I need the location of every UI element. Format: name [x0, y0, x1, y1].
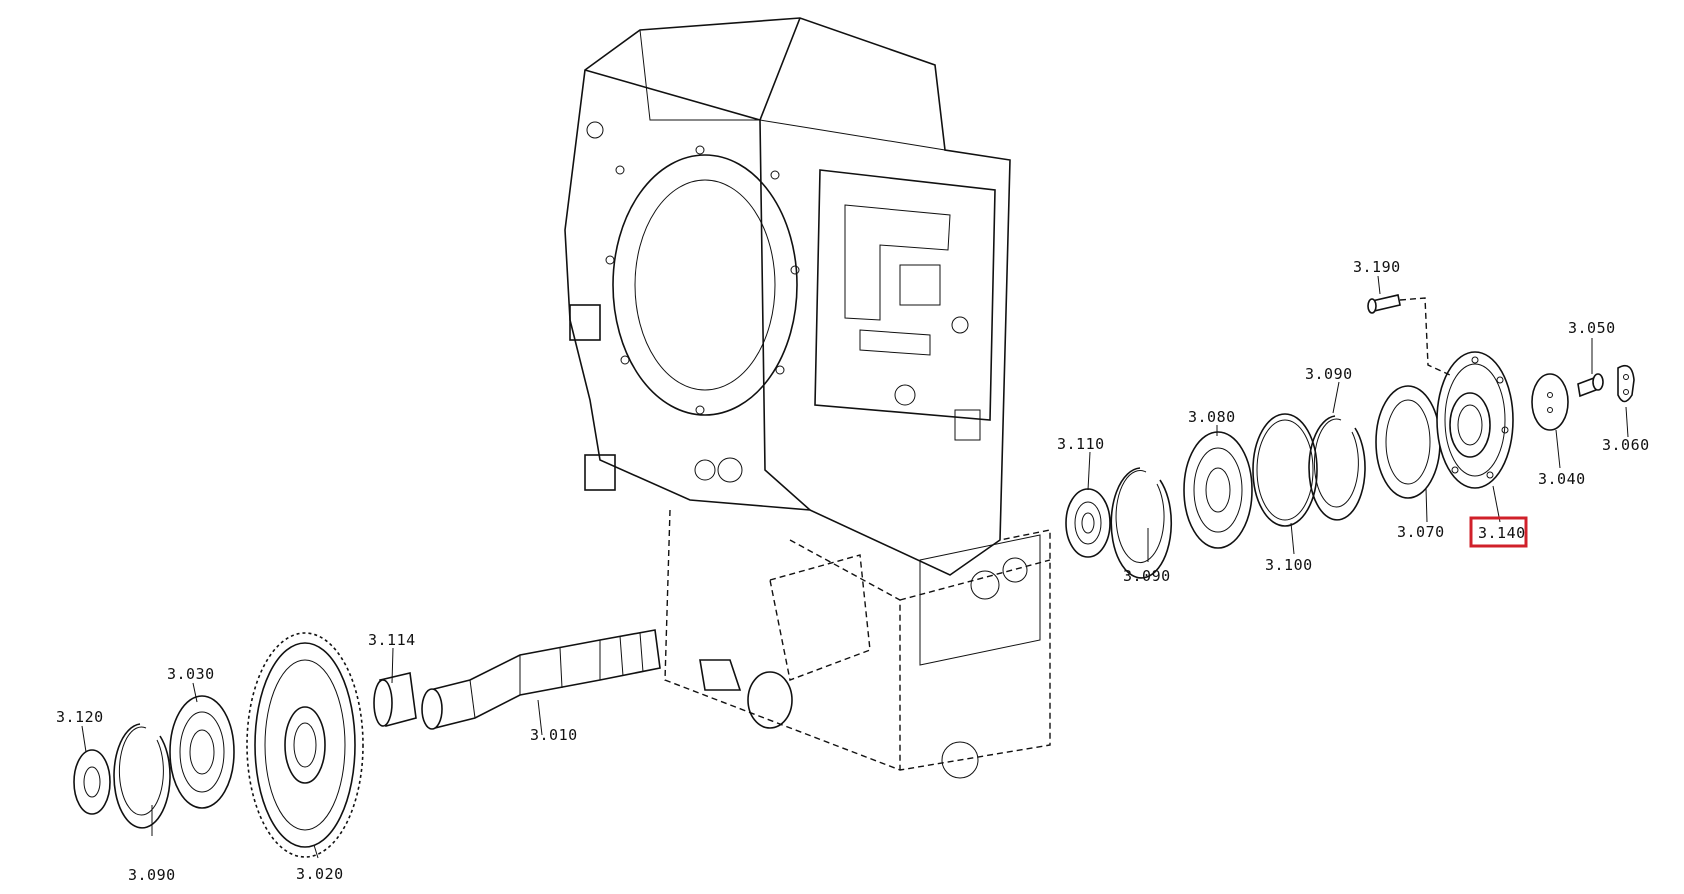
label-3030: 3.030: [167, 665, 215, 683]
flange-3140: [1436, 351, 1514, 489]
circlip-3090-left: [113, 723, 171, 829]
label-3090-mid: 3.090: [1123, 567, 1171, 585]
seal-3070: [1375, 385, 1441, 499]
screw-3050: [1577, 373, 1604, 398]
bolt-3190: [1367, 294, 1451, 376]
label-3040: 3.040: [1538, 470, 1586, 488]
label-3070: 3.070: [1397, 523, 1445, 541]
label-3060: 3.060: [1602, 436, 1650, 454]
label-3050: 3.050: [1568, 319, 1616, 337]
lock-plate-3060: [1617, 364, 1635, 403]
nut-3110: [1065, 488, 1111, 558]
part-labels: 3.120 3.090 3.030 3.020 3.114 3.010 3.11…: [56, 258, 1650, 884]
cap-3040: [1531, 373, 1569, 431]
label-3114: 3.114: [368, 631, 416, 649]
label-3110: 3.110: [1057, 435, 1105, 453]
label-3080: 3.080: [1188, 408, 1236, 426]
label-3120: 3.120: [56, 708, 104, 726]
label-3100: 3.100: [1265, 556, 1313, 574]
shaft-3010: [421, 629, 661, 730]
bushing-3114: [373, 672, 417, 728]
bore-bolt-holes: [605, 145, 800, 415]
circlip-3090-right: [1308, 415, 1366, 521]
label-3090-right: 3.090: [1305, 365, 1353, 383]
label-3010: 3.010: [530, 726, 578, 744]
gear-3020: [246, 632, 364, 858]
label-3090-left: 3.090: [128, 866, 176, 884]
bearing-3080: [1183, 431, 1253, 549]
label-3020: 3.020: [296, 865, 344, 883]
label-3190: 3.190: [1353, 258, 1401, 276]
shim-3100: [1252, 413, 1318, 527]
leader-lines: [81, 275, 1629, 859]
transmission-housing: [564, 17, 1051, 779]
bearing-3030: [169, 695, 235, 809]
circlip-3090-mid: [1110, 467, 1173, 579]
highlight-box-3140: [1469, 516, 1528, 548]
washer-3120: [73, 749, 111, 815]
label-3140: 3.140: [1478, 524, 1526, 542]
